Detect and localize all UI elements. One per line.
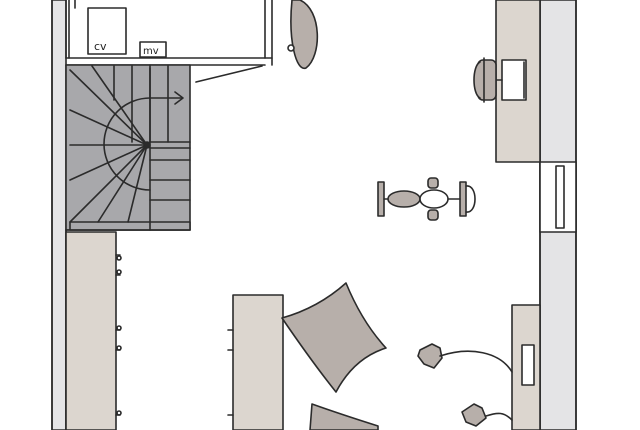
table-lamp <box>417 343 513 427</box>
right-wall <box>539 0 577 430</box>
left-wall <box>51 0 67 430</box>
office-chair <box>473 57 497 103</box>
wardrobe <box>65 231 122 430</box>
staircase <box>65 64 191 231</box>
floor-cushion <box>281 282 387 430</box>
bench <box>227 294 284 430</box>
mv-label: mv <box>143 46 159 57</box>
cv-label: cv <box>94 40 107 53</box>
exercise-bike <box>377 177 476 221</box>
cv-unit: cv <box>87 7 127 55</box>
mv-unit: mv <box>139 41 167 58</box>
sideboard <box>511 304 541 430</box>
surfboard <box>287 0 319 69</box>
monitor <box>495 59 527 101</box>
